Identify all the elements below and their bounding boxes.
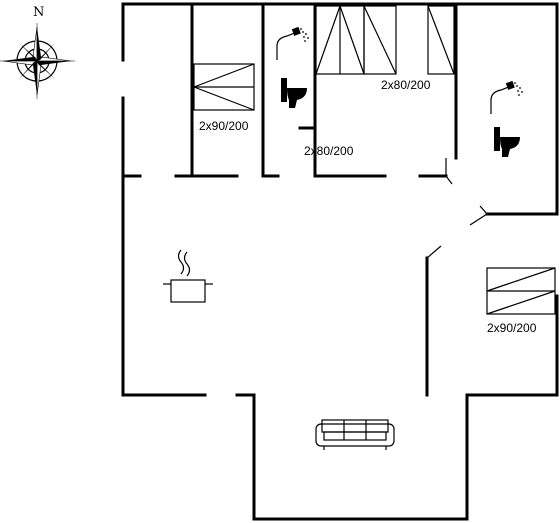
bed-icon — [363, 5, 455, 75]
bed-icon — [486, 267, 556, 315]
shower-icon — [490, 80, 523, 114]
bed-icon — [315, 5, 365, 75]
shower-icon — [276, 26, 309, 60]
bed-icon — [193, 63, 255, 111]
bed-label-bedroom-4: 2x90/200 — [487, 321, 537, 335]
toilet-icon — [281, 78, 307, 108]
bed-label-bedroom-3: 2x80/200 — [381, 78, 431, 92]
compass-north-label: N — [33, 5, 45, 20]
cooking-pot-icon — [163, 249, 213, 303]
bed-label-bedroom-2: 2x80/200 — [304, 144, 354, 158]
toilet-icon — [494, 127, 520, 157]
bed-label-bedroom-1: 2x90/200 — [199, 119, 249, 133]
interior-walls — [121, 2, 559, 397]
sofa-icon — [315, 419, 395, 450]
compass-rose-icon — [0, 23, 75, 99]
outer-walls — [121, 2, 559, 521]
